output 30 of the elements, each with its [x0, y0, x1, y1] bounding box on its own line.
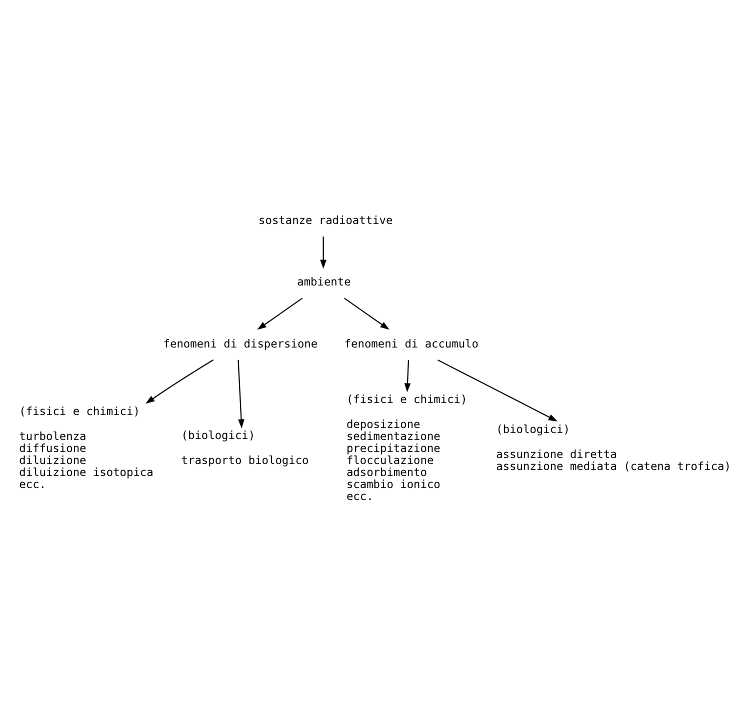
- node-label: sedimentazione: [346, 430, 440, 443]
- node-label: diluizione: [19, 454, 86, 468]
- node-label: assunzione diretta: [496, 448, 617, 462]
- node-label: ecc.: [19, 478, 46, 492]
- node-text: fenomeni di dispersione: [163, 337, 318, 350]
- arrow: [257, 298, 303, 330]
- node-label: diffusione: [19, 442, 86, 456]
- arrow: [344, 298, 390, 330]
- arrow: [438, 359, 558, 422]
- node-text: fenomeni di accumulo: [344, 337, 478, 350]
- node-text: sostanze radioattive: [258, 214, 393, 227]
- node-text: ambiente: [297, 276, 351, 289]
- node-label: scambio ionico: [346, 478, 440, 492]
- arrow: [320, 236, 326, 269]
- node-text: (fisici e chimici): [346, 393, 468, 406]
- node-text: (biologici): [496, 423, 570, 436]
- node-label: precipitazione: [346, 442, 440, 456]
- node-label: assunzione mediata (catena trofica): [496, 460, 731, 474]
- arrow: [145, 359, 214, 404]
- node-label: trasporto biologico: [181, 454, 309, 468]
- node-label: diluizione isotopica: [19, 466, 154, 480]
- node-text: (fisici e chimici): [19, 405, 140, 418]
- node-label: turbolenza: [19, 430, 86, 443]
- node-text: (biologici): [181, 429, 256, 442]
- node-label: flocculazione: [346, 454, 434, 468]
- node-label: adsorbimento: [346, 466, 427, 480]
- arrow: [404, 360, 411, 392]
- arrow: [238, 360, 244, 428]
- node-label: deposizione: [346, 418, 420, 431]
- node-label: ecc.: [346, 490, 374, 504]
